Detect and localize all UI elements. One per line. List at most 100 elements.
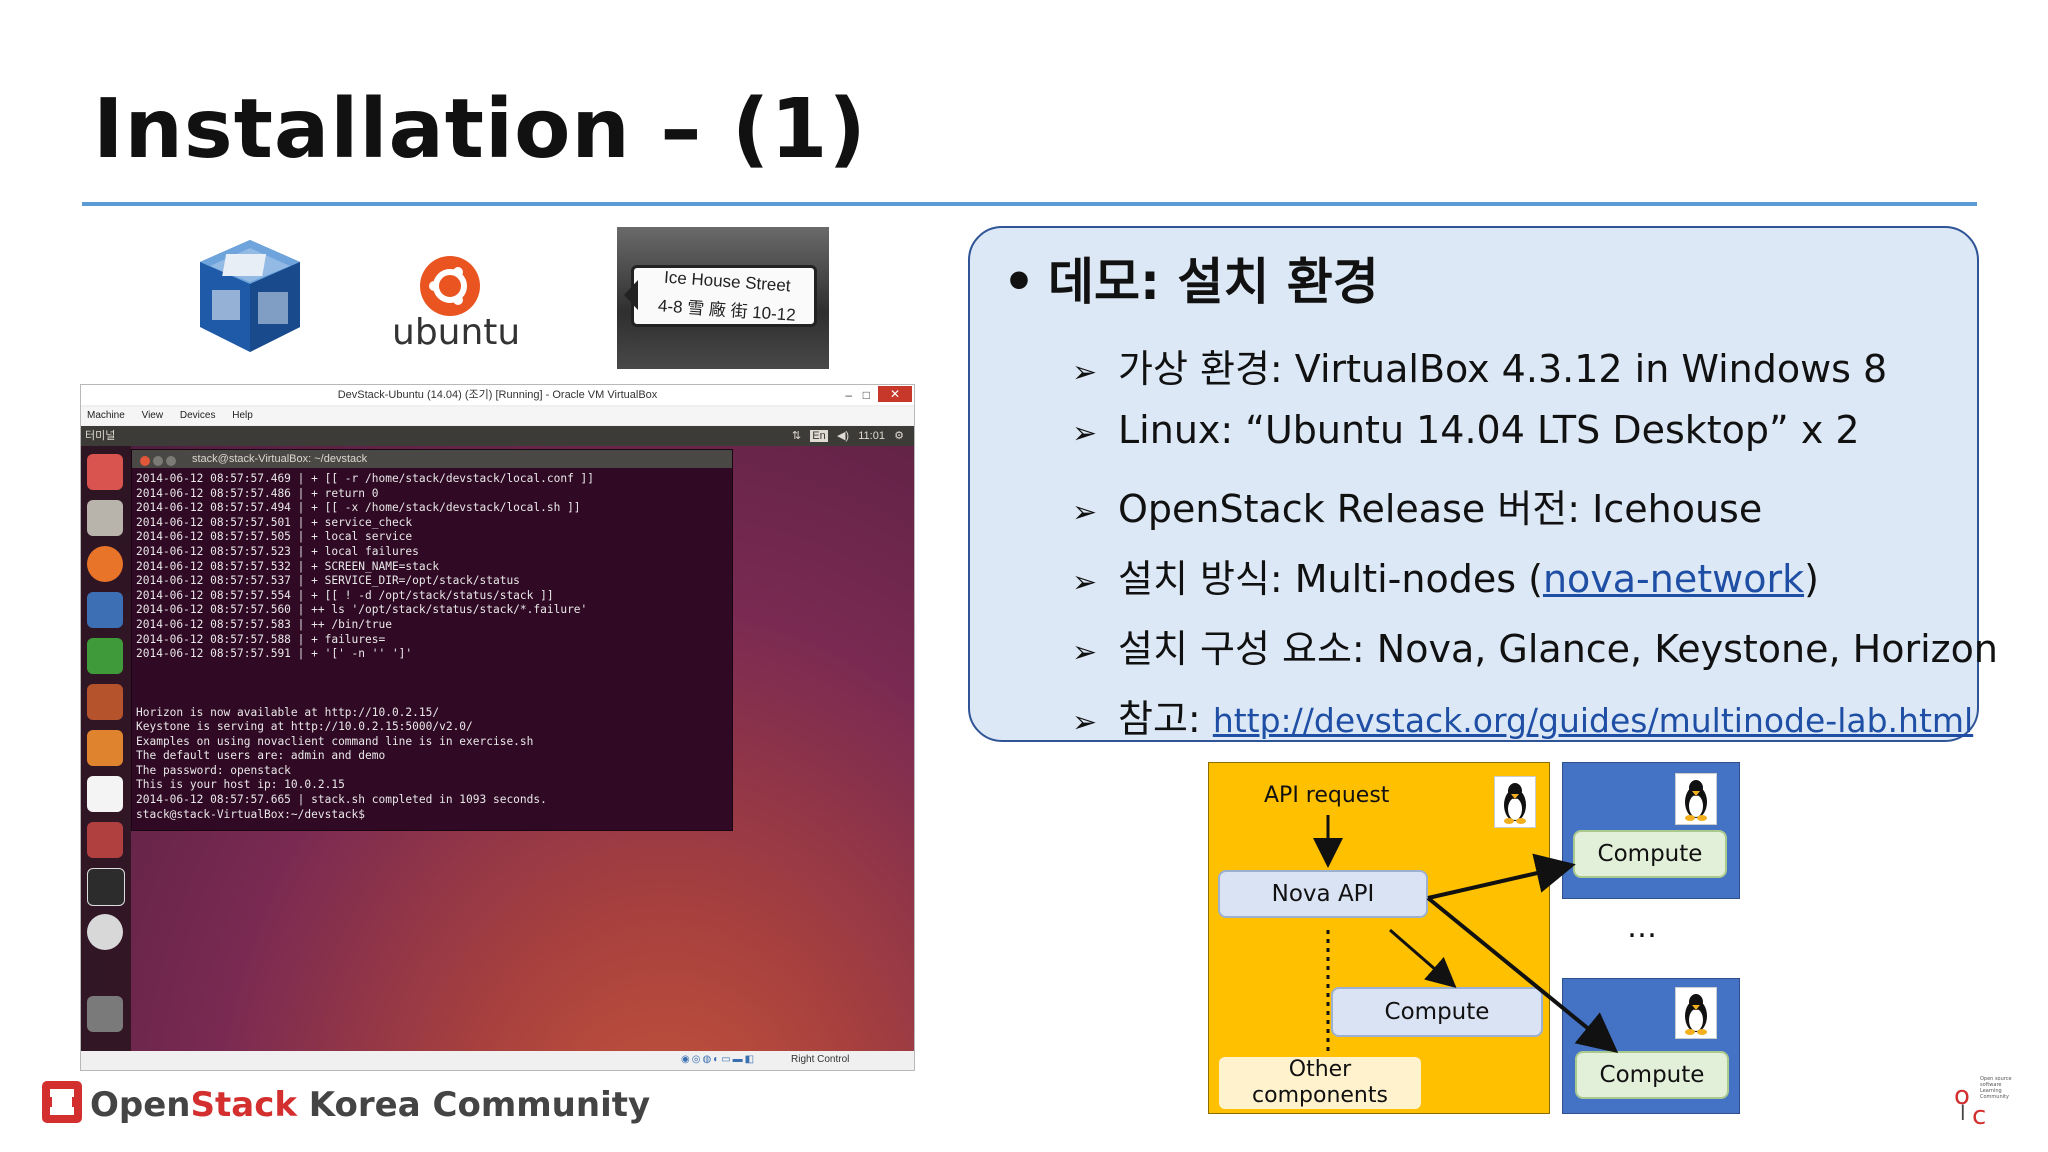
terminal-minimize-icon[interactable]	[153, 456, 163, 466]
sign-arrow-icon	[624, 280, 638, 310]
devstack-guide-link[interactable]: http://devstack.org/guides/multinode-lab…	[1212, 701, 1974, 740]
arrow-bullet-icon: ➢	[1072, 355, 1098, 390]
nova-network-link[interactable]: nova-network	[1542, 557, 1805, 601]
other-components-line2: components	[1252, 1083, 1388, 1108]
info-item-label: 설치 구성 요소: Nova, Glance, Keystone, Horizo…	[1118, 627, 1998, 671]
ubuntu-launcher	[81, 446, 131, 1051]
oslc-text: Open source software Learning Community	[1980, 1076, 2012, 1100]
terminal-line: stack@stack-VirtualBox:~/devstack$	[136, 807, 366, 821]
footer-brand-rest: Korea Community	[296, 1085, 651, 1125]
terminal-line: 2014-06-12 08:57:57.560 | ++ ls '/opt/st…	[136, 603, 588, 617]
svg-text:c: c	[1972, 1101, 1986, 1131]
terminal-window[interactable]: stack@stack-VirtualBox: ~/devstack 2014-…	[131, 449, 733, 831]
footer-brand-stack: Stack	[190, 1085, 297, 1125]
more-nodes-ellipsis: …	[1627, 910, 1657, 945]
info-item-label: 참고:	[1118, 697, 1213, 741]
menu-help[interactable]: Help	[232, 410, 253, 421]
settings-icon[interactable]	[87, 822, 123, 858]
ubuntu-wordmark: ubuntu	[392, 312, 521, 353]
street-sign-photo: Ice House Street 4-8 雪 廠 街 10-12	[617, 227, 829, 369]
terminal-output: 2014-06-12 08:57:57.469 | + [[ -r /home/…	[136, 472, 726, 822]
terminal-icon[interactable]	[87, 868, 125, 906]
controller-node: API request Nova API Compute Other compo…	[1208, 762, 1550, 1114]
minimize-icon[interactable]: –	[845, 388, 852, 402]
terminal-line: This is your host ip: 10.0.2.15	[136, 778, 345, 792]
amazon-icon[interactable]	[87, 776, 123, 812]
footer-brand-open: Open	[90, 1085, 191, 1125]
keyboard-layout[interactable]: En	[810, 430, 828, 442]
info-item-install-method: ➢설치 방식: Multi-nodes (nova-network)	[1072, 548, 1819, 603]
terminal-line: 2014-06-12 08:57:57.505 | + local servic…	[136, 530, 413, 544]
terminal-title: stack@stack-VirtualBox: ~/devstack	[192, 453, 368, 465]
ubuntu-logo	[420, 256, 480, 316]
compute-top-box: Compute	[1573, 830, 1727, 878]
menu-devices[interactable]: Devices	[179, 410, 216, 421]
volume-icon[interactable]: ◀)	[836, 430, 850, 442]
openstack-logo	[42, 1081, 82, 1123]
gear-icon[interactable]: ⚙	[894, 430, 904, 442]
nova-to-compute-bottom-arrow	[1426, 896, 1619, 1054]
trash-icon[interactable]	[87, 996, 123, 1032]
impress-icon[interactable]	[87, 684, 123, 720]
slide-title: Installation – (1)	[93, 82, 867, 177]
info-item-reference: ➢ 참고: http://devstack.org/guides/multinod…	[1072, 688, 1973, 743]
info-item-virtual-env: ➢ 가상 환경: VirtualBox 4.3.12 in Windows 8	[1072, 338, 1887, 393]
terminal-line: 2014-06-12 08:57:57.501 | + service_chec…	[136, 515, 413, 529]
dash-home-icon[interactable]	[87, 454, 123, 490]
firefox-icon[interactable]	[87, 546, 123, 582]
nova-api-box: Nova API	[1218, 870, 1428, 918]
arrow-bullet-icon: ➢	[1072, 705, 1098, 740]
other-components-box: Other components	[1219, 1057, 1421, 1109]
virtualbox-window: DevStack-Ubuntu (14.04) (조기) [Running] -…	[80, 384, 915, 1071]
clock[interactable]: 11:01	[858, 430, 885, 442]
terminal-titlebar: stack@stack-VirtualBox: ~/devstack	[132, 450, 732, 468]
other-components-line1: Other	[1288, 1057, 1352, 1082]
terminal-close-icon[interactable]	[140, 456, 150, 466]
calc-icon[interactable]	[87, 638, 123, 674]
device-status-icons[interactable]: ◉◎◍◐▭▬◧	[681, 1054, 757, 1065]
info-panel	[968, 226, 1979, 742]
terminal-line: 2014-06-12 08:57:57.588 | + failures=	[136, 632, 386, 646]
terminal-maximize-icon[interactable]	[166, 456, 176, 466]
info-item-label: 가상 환경: VirtualBox 4.3.12 in Windows 8	[1118, 347, 1888, 391]
terminal-line: 2014-06-12 08:57:57.469 | + [[ -r /home/…	[136, 472, 595, 485]
vm-titlebar: DevStack-Ubuntu (14.04) (조기) [Running] -…	[81, 385, 914, 405]
ubuntu-top-panel: 터미널 ⇅ En ◀) 11:01 ⚙	[81, 426, 914, 446]
disc-icon[interactable]	[87, 914, 123, 950]
terminal-line: Horizon is now available at http://10.0.…	[136, 705, 440, 719]
terminal-line: The default users are: admin and demo	[136, 749, 386, 763]
menu-machine[interactable]: Machine	[87, 410, 125, 421]
terminal-line: 2014-06-12 08:57:57.591 | + '[' -n '' ']…	[136, 647, 413, 661]
terminal-line: 2014-06-12 08:57:57.486 | + return 0	[136, 486, 379, 500]
terminal-line: 2014-06-12 08:57:57.554 | + [[ ! -d /opt…	[136, 588, 554, 602]
network-icon[interactable]: ⇅	[791, 430, 802, 442]
info-heading-text: 데모: 설치 환경	[1048, 253, 1379, 311]
software-center-icon[interactable]	[87, 730, 123, 766]
info-heading: •데모: 설치 환경	[990, 242, 1379, 314]
arrow-bullet-icon: ➢	[1072, 416, 1098, 451]
bullet-icon: •	[1003, 253, 1035, 311]
terminal-line: Keystone is serving at http://10.0.2.15:…	[136, 720, 473, 734]
info-item-label: OpenStack Release 버전: Icehouse	[1118, 487, 1763, 531]
oslc-logo: o c l Open source software Learning Comm…	[1954, 1076, 2012, 1131]
compute-inner-box: Compute	[1331, 987, 1543, 1037]
files-icon[interactable]	[87, 500, 123, 536]
arrow-bullet-icon: ➢	[1072, 495, 1098, 530]
arrow-bullet-icon: ➢	[1072, 635, 1098, 670]
info-item-label: Linux: “Ubuntu 14.04 LTS Desktop” x 2	[1118, 408, 1860, 452]
nova-to-compute-inner-arrow	[1389, 928, 1457, 988]
active-app-name: 터미널	[85, 430, 116, 442]
writer-icon[interactable]	[87, 592, 123, 628]
nova-to-compute-top-arrow	[1427, 853, 1576, 900]
maximize-icon[interactable]: □	[862, 388, 870, 402]
virtualbox-logo	[200, 240, 300, 352]
terminal-line: 2014-06-12 08:57:57.537 | + SERVICE_DIR=…	[136, 574, 520, 588]
api-request-label: API request	[1264, 783, 1390, 808]
street-sign: Ice House Street 4-8 雪 廠 街 10-12	[624, 265, 817, 327]
terminal-line: 2014-06-12 08:57:57.494 | + [[ -x /home/…	[136, 501, 581, 515]
svg-text:o: o	[1954, 1081, 1970, 1111]
close-icon[interactable]: ✕	[878, 386, 912, 402]
terminal-line: Examples on using novaclient command lin…	[136, 734, 534, 748]
menu-view[interactable]: View	[141, 410, 164, 421]
info-item-label: 설치 방식: Multi-nodes (	[1118, 557, 1543, 601]
